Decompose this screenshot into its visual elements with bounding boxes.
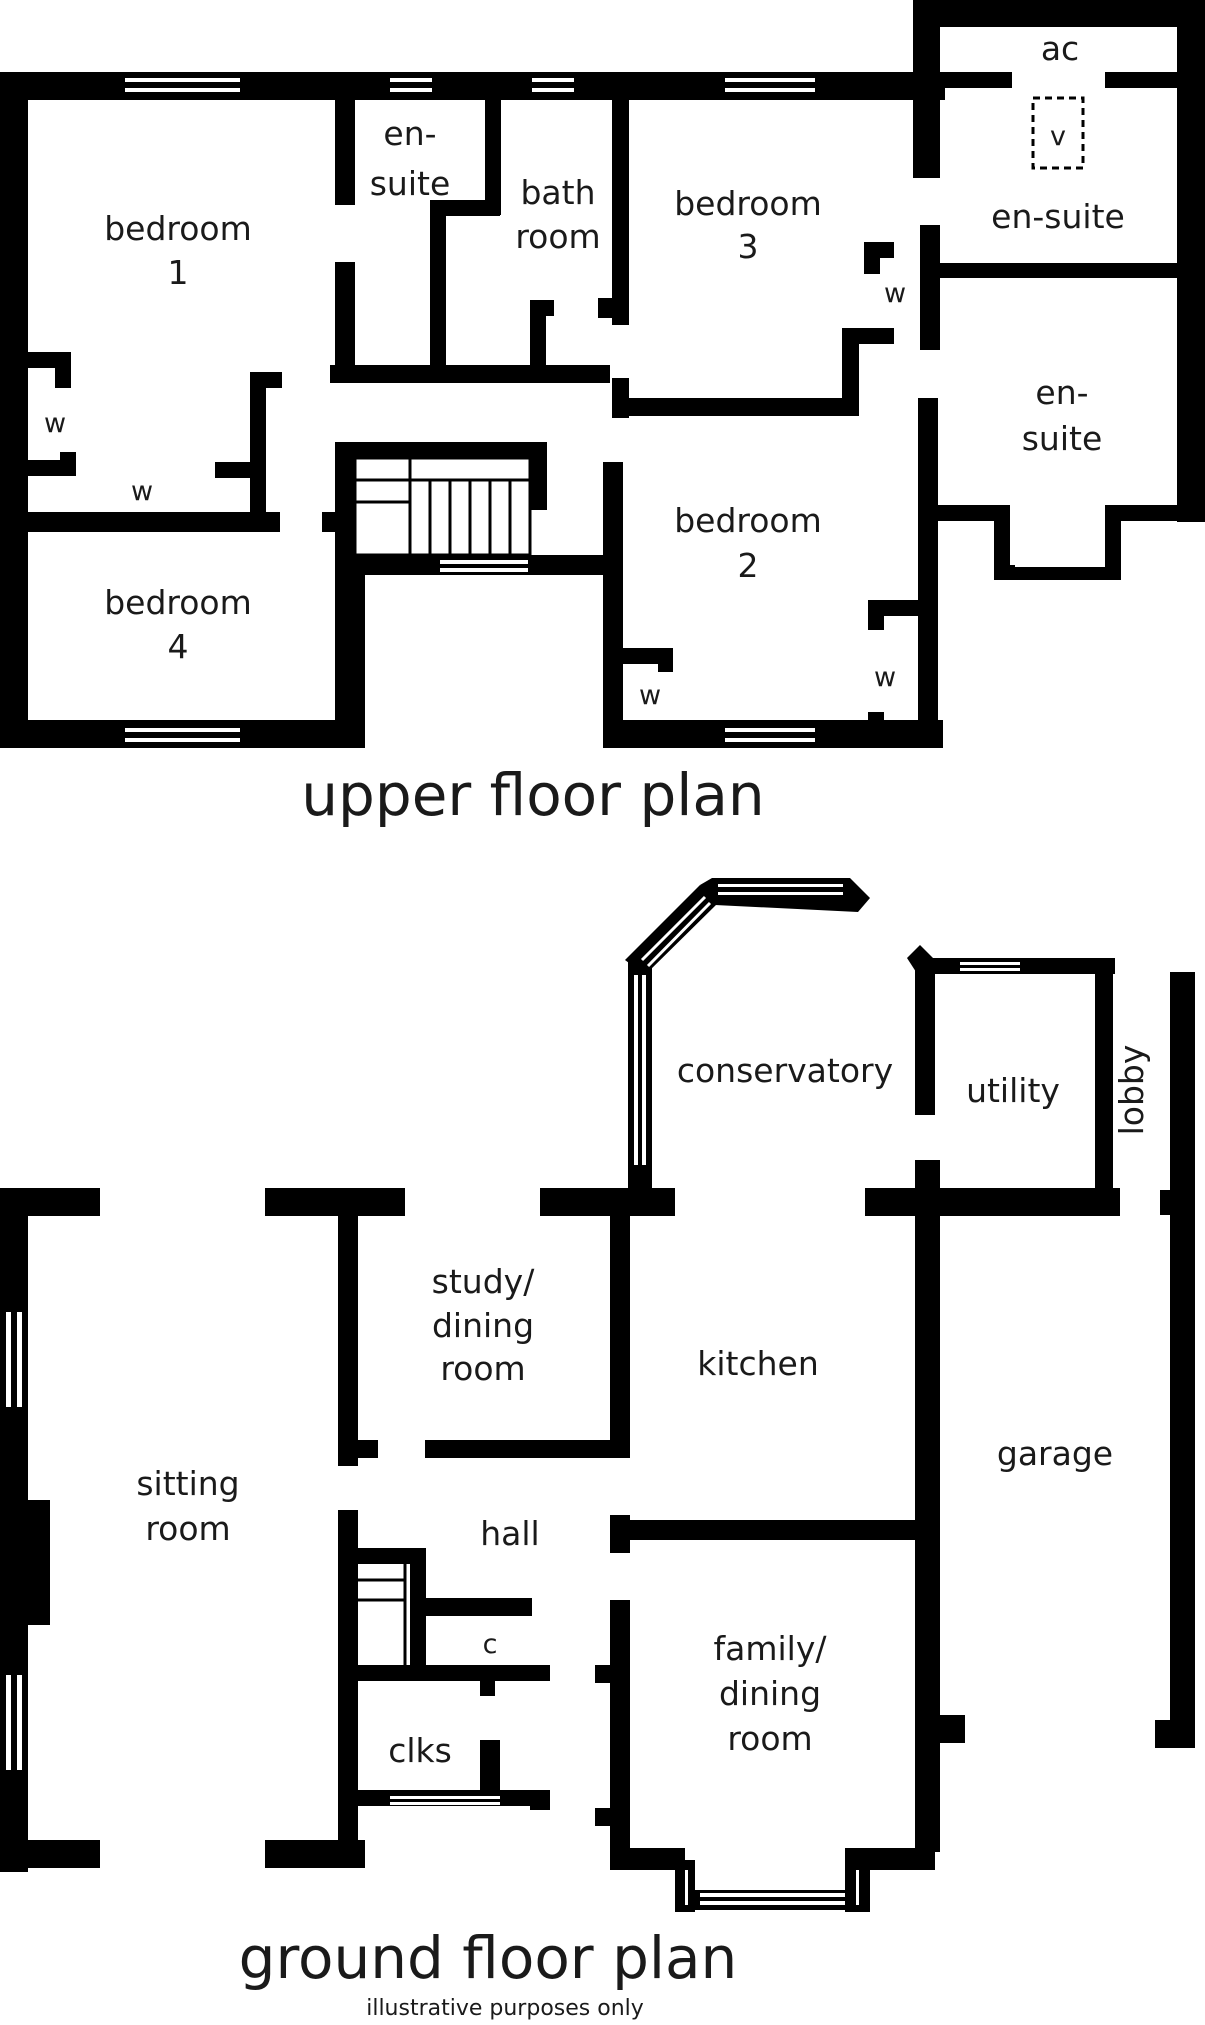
garage-label: garage: [997, 1434, 1113, 1473]
ground-floor-title: ground floor plan: [239, 1924, 738, 1992]
family-label-line-2: dining: [719, 1674, 821, 1713]
bedroom-3-label-line-2: 3: [738, 227, 759, 266]
bedroom-2-label-line-1: bedroom: [674, 501, 822, 540]
ventilation-box: [1031, 96, 1085, 170]
en-suite-1-label-line-1: en-: [383, 114, 436, 153]
wardrobe-label: w: [639, 680, 661, 711]
upper-stairs: [353, 456, 532, 557]
family-label-line-1: family/: [714, 1629, 828, 1668]
v-label: v: [1050, 121, 1066, 152]
en-suite-2-label-line-2: suite: [1022, 419, 1103, 458]
study-label-line-2: dining: [432, 1306, 534, 1345]
kitchen-label: kitchen: [697, 1344, 819, 1383]
conservatory-glazing: [625, 878, 1020, 1190]
disclaimer-note: illustrative purposes only: [366, 1996, 644, 2021]
sitting-room-label-line-1: sitting: [136, 1464, 239, 1503]
wardrobe-label: w: [884, 278, 906, 309]
bathroom-label-line-2: room: [515, 217, 600, 256]
ground-floor-walls: [0, 958, 1195, 1912]
bedroom-1-label-line-1: bedroom: [104, 209, 252, 248]
en-suite-2-label-line-1: en-: [1035, 373, 1088, 412]
ground-floor-windows: [6, 1312, 859, 1905]
bedroom-4-label-line-1: bedroom: [104, 583, 252, 622]
en-suite-1-label-line-2: suite: [370, 164, 451, 203]
bedroom-4-label-line-2: 4: [168, 627, 189, 666]
upper-floor-title: upper floor plan: [301, 761, 764, 829]
upper-floor-walls: [0, 0, 1205, 748]
ac-label: ac: [1041, 29, 1079, 68]
upper-floor-windows: [125, 78, 1105, 742]
wardrobe-label: w: [131, 476, 153, 507]
bedroom-2-label-line-2: 2: [738, 546, 759, 585]
utility-label: utility: [966, 1071, 1060, 1110]
c-label: c: [483, 1629, 498, 1660]
wardrobe-label: w: [44, 408, 66, 439]
bedroom-3-label-line-1: bedroom: [674, 184, 822, 223]
en-suite-3-label: en-suite: [991, 197, 1125, 236]
sitting-room-label-line-2: room: [145, 1509, 230, 1548]
bathroom-label-line-1: bath: [520, 173, 595, 212]
clks-label: clks: [388, 1731, 452, 1770]
study-label-line-3: room: [440, 1349, 525, 1388]
family-label-line-3: room: [727, 1719, 812, 1758]
conservatory-label: conservatory: [677, 1051, 893, 1090]
wardrobe-label: w: [874, 662, 896, 693]
upper-floor-labels: bedroom 1 en- suite bath room bedroom 3 …: [44, 29, 1125, 829]
lobby-label: lobby: [1112, 1045, 1151, 1136]
ground-stairs: [358, 1548, 407, 1665]
hall-label: hall: [480, 1514, 539, 1553]
study-label-line-1: study/: [432, 1262, 536, 1301]
ground-floor-labels: conservatory utility lobby study/ dining…: [136, 1045, 1151, 2021]
bedroom-1-label-line-2: 1: [168, 253, 189, 292]
